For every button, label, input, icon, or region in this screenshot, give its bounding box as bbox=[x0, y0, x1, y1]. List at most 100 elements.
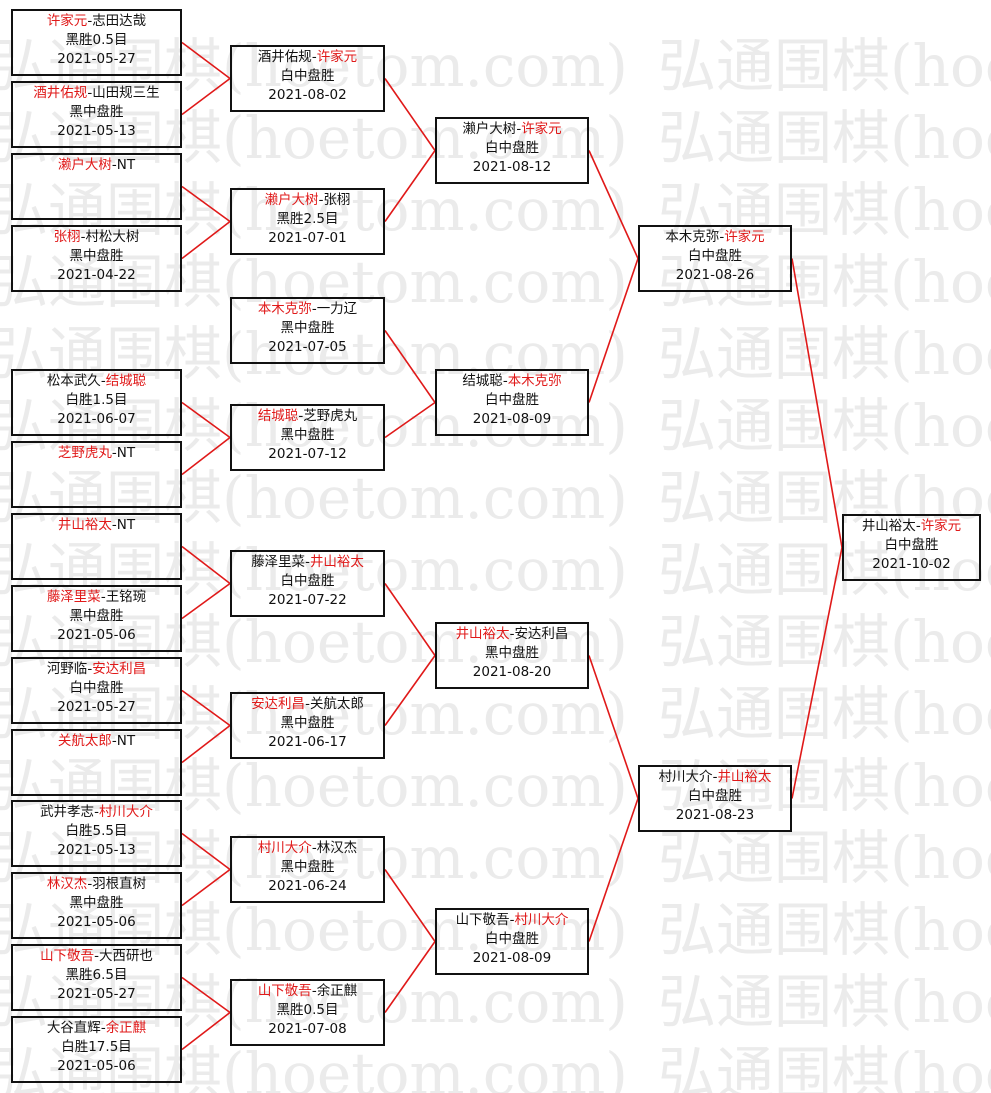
match-date: 2021-08-12 bbox=[472, 159, 552, 175]
players-separator: - bbox=[100, 1020, 106, 1036]
watermark-text: 弘通围棋(hoetom.com) bbox=[0, 680, 628, 748]
player-name: NT bbox=[116, 517, 136, 533]
watermark-text: 弘通围棋(hoetom.com) bbox=[0, 32, 628, 100]
match-date bbox=[13, 194, 180, 213]
match-players: 村川大介-井山裕太 bbox=[640, 768, 790, 787]
match-result: 黑中盘胜 bbox=[69, 608, 124, 624]
watermark-text: 弘通围棋(hoetom.com) bbox=[658, 824, 991, 892]
player-name: 大谷直辉 bbox=[46, 1020, 101, 1036]
bracket-connector bbox=[181, 436, 231, 476]
watermark-text: 弘通围棋(hoetom.com) bbox=[0, 752, 628, 820]
winner-name: 酒井佑规 bbox=[33, 85, 88, 101]
player-name: 本木克弥 bbox=[665, 229, 720, 245]
match-box-round1: 芝野虎丸-NT bbox=[11, 441, 182, 508]
match-result: 白中盘胜 bbox=[485, 931, 539, 947]
match-date: 2021-07-08 bbox=[268, 1021, 347, 1037]
match-players: 松本武久-结城聪 bbox=[13, 372, 180, 391]
match-date: 2021-04-22 bbox=[57, 267, 136, 283]
match-date: 2021-08-26 bbox=[675, 267, 755, 283]
watermark-text: 弘通围棋(hoetom.com) bbox=[658, 896, 991, 964]
bracket-connector bbox=[181, 77, 231, 116]
match-result: 黑中盘胜 bbox=[69, 895, 124, 911]
winner-name: 村川大介 bbox=[257, 840, 312, 856]
player-name: 林汉杰 bbox=[316, 840, 358, 856]
players-separator: - bbox=[915, 518, 921, 534]
players-separator: - bbox=[111, 733, 117, 749]
winner-name: 结城聪 bbox=[105, 373, 147, 389]
match-result: 黑胜6.5目 bbox=[65, 967, 128, 983]
match-players: 濑户大树-NT bbox=[13, 156, 180, 175]
players-separator: - bbox=[305, 696, 310, 712]
players-separator: - bbox=[94, 804, 99, 820]
winner-name: 张栩 bbox=[53, 229, 81, 245]
winner-name: 许家元 bbox=[316, 49, 358, 65]
match-players: 山下敬吾-村川大介 bbox=[437, 911, 587, 930]
match-date: 2021-05-27 bbox=[57, 699, 136, 715]
watermark-text: 弘通围棋(hoetom.com) bbox=[658, 536, 991, 604]
bracket-connector bbox=[181, 1011, 231, 1051]
player-name: 山下敬吾 bbox=[455, 912, 510, 928]
players-separator: - bbox=[111, 157, 117, 173]
players-separator: - bbox=[311, 301, 317, 317]
match-players: 结城聪-本木克弥 bbox=[437, 372, 587, 391]
bracket-connector bbox=[791, 258, 843, 548]
match-result bbox=[13, 463, 180, 482]
match-result: 黑中盘胜 bbox=[69, 248, 124, 264]
players-separator: - bbox=[311, 49, 317, 65]
bracket-connector bbox=[384, 941, 436, 1013]
bracket-connector bbox=[384, 655, 436, 726]
bracket-connector bbox=[384, 150, 436, 222]
winner-name: 结城聪 bbox=[257, 408, 299, 424]
player-name: 村川大介 bbox=[658, 769, 713, 785]
bracket-connector bbox=[181, 868, 231, 907]
winner-name: 本木克弥 bbox=[257, 301, 312, 317]
player-name: 井山裕太 bbox=[861, 518, 916, 534]
match-date: 2021-05-06 bbox=[57, 1058, 136, 1074]
players-separator: - bbox=[87, 661, 93, 677]
watermark-text: 弘通围棋(hoetom.com) bbox=[658, 752, 991, 820]
watermark-text: 弘通围棋(hoetom.com) bbox=[0, 1040, 628, 1093]
winner-name: 许家元 bbox=[46, 13, 88, 29]
match-result: 黑中盘胜 bbox=[280, 427, 335, 443]
winner-name: 余正麒 bbox=[105, 1020, 147, 1036]
match-players: 井山裕太-NT bbox=[13, 516, 180, 535]
match-date: 2021-06-07 bbox=[57, 411, 136, 427]
players-separator: - bbox=[719, 229, 725, 245]
bracket-connector bbox=[588, 258, 639, 403]
match-players: 芝野虎丸-NT bbox=[13, 444, 180, 463]
match-box-round3: 濑户大树-许家元白中盘胜 2021-08-12 bbox=[435, 117, 589, 184]
match-players: 关航太郎-NT bbox=[13, 732, 180, 751]
match-players: 许家元-志田达哉 bbox=[13, 12, 180, 31]
match-result: 白中盘胜 bbox=[485, 140, 539, 156]
bracket-connector bbox=[384, 78, 436, 151]
winner-name: 芝野虎丸 bbox=[57, 445, 112, 461]
match-result: 白中盘胜 bbox=[280, 68, 335, 84]
player-name: 酒井佑规 bbox=[257, 49, 312, 65]
winner-name: 林汉杰 bbox=[46, 876, 88, 892]
player-name: 结城聪 bbox=[462, 373, 503, 389]
player-name: 濑户大树 bbox=[462, 121, 517, 137]
match-players: 濑户大树-许家元 bbox=[437, 120, 587, 139]
players-separator: - bbox=[87, 13, 93, 29]
watermark-text: 弘通围棋(hoetom.com) bbox=[0, 320, 628, 388]
players-separator: - bbox=[298, 408, 304, 424]
players-separator: - bbox=[318, 192, 324, 208]
watermark-text: 弘通围棋(hoetom.com) bbox=[658, 464, 991, 532]
match-date: 2021-10-02 bbox=[872, 556, 951, 572]
match-result: 白中盘胜 bbox=[884, 537, 939, 553]
bracket-connector bbox=[181, 832, 231, 871]
match-players: 山下敬吾-大西研也 bbox=[13, 947, 180, 966]
winner-name: 许家元 bbox=[521, 121, 562, 137]
match-players: 本木克弥-一力辽 bbox=[232, 300, 383, 319]
watermark-text: 弘通围棋(hoetom.com) bbox=[0, 896, 628, 964]
bracket-connector bbox=[384, 869, 436, 942]
